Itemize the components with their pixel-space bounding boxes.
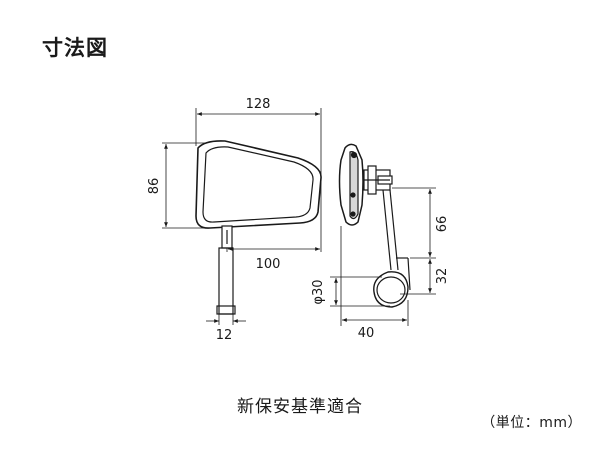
mirror-body-outer xyxy=(195,140,322,229)
page-title: 寸法図 xyxy=(42,36,108,60)
dim-arm-length: 100 xyxy=(256,257,281,272)
mirror-stem xyxy=(218,247,234,315)
dim-stem-width: 12 xyxy=(216,328,233,343)
front-view xyxy=(195,140,322,315)
dim-height-left: 86 xyxy=(147,178,162,195)
housing-side xyxy=(338,143,364,226)
dim-width-top: 128 xyxy=(246,97,271,112)
dim-side-height-upper: 66 xyxy=(435,216,450,233)
dim-clamp-diameter: φ30 xyxy=(311,279,326,304)
side-view xyxy=(338,143,411,308)
side-dimensions xyxy=(330,187,436,326)
unit-note: （単位：mm） xyxy=(481,415,582,431)
mirror-glass-inner xyxy=(202,146,314,223)
compliance-label: 新保安基準適合 xyxy=(237,397,363,417)
dim-side-height-lower: 32 xyxy=(435,268,450,285)
dim-clamp-depth: 40 xyxy=(358,326,375,341)
front-dimensions xyxy=(162,108,322,325)
